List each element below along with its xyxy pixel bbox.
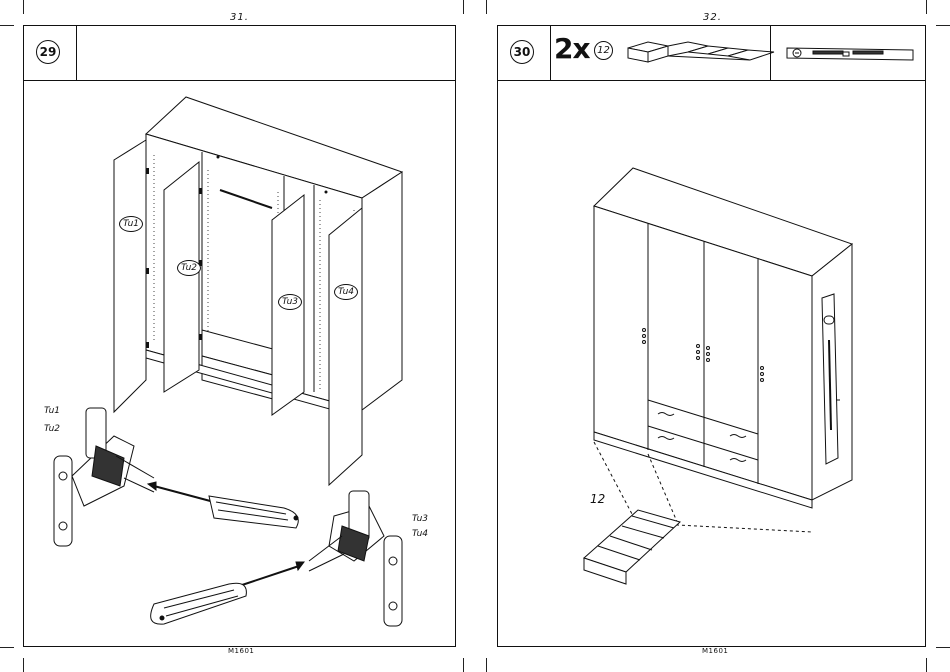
- door-label-tu2: Tu2: [177, 260, 201, 276]
- door-label-tu3: Tu3: [278, 294, 302, 310]
- crop-mark: [23, 0, 24, 14]
- footer-code-right: M1601: [702, 647, 728, 655]
- quantity: 2x: [554, 32, 590, 65]
- divider: [770, 26, 771, 80]
- base-blocks-part-icon: [624, 36, 774, 76]
- crop-mark: [926, 0, 927, 14]
- step-header: 29: [24, 26, 455, 81]
- part-number: 12: [594, 41, 613, 60]
- step-number: 30: [510, 40, 534, 64]
- left-page: 29: [23, 25, 456, 647]
- right-page: 30 2x 12: [497, 25, 926, 647]
- crop-mark: [0, 647, 14, 648]
- step-cell: 29: [24, 26, 77, 80]
- crop-mark: [463, 658, 464, 672]
- crop-mark: [926, 658, 927, 672]
- step-number: 29: [36, 40, 60, 64]
- hinge-adjustment-illustration: [24, 396, 457, 656]
- crop-mark: [936, 647, 950, 648]
- crop-mark: [486, 0, 487, 14]
- step-cell: 30: [498, 26, 551, 80]
- footer-code-left: M1601: [228, 647, 254, 655]
- step-header: 30 2x 12: [498, 26, 925, 81]
- crop-mark: [23, 658, 24, 672]
- parts-cell: 2x 12: [550, 26, 771, 80]
- crop-mark: [0, 25, 14, 26]
- door-label-tu4: Tu4: [334, 284, 358, 300]
- page-number-left: 31.: [230, 12, 249, 23]
- crop-mark: [936, 25, 950, 26]
- page-number-right: 32.: [703, 12, 722, 23]
- spirit-level-icon: [783, 38, 923, 68]
- callout-part-number: 12: [590, 492, 605, 506]
- crop-mark: [463, 0, 464, 14]
- wardrobe-closed-illustration: [498, 80, 927, 640]
- crop-mark: [486, 658, 487, 672]
- door-label-tu1: Tu1: [119, 216, 143, 232]
